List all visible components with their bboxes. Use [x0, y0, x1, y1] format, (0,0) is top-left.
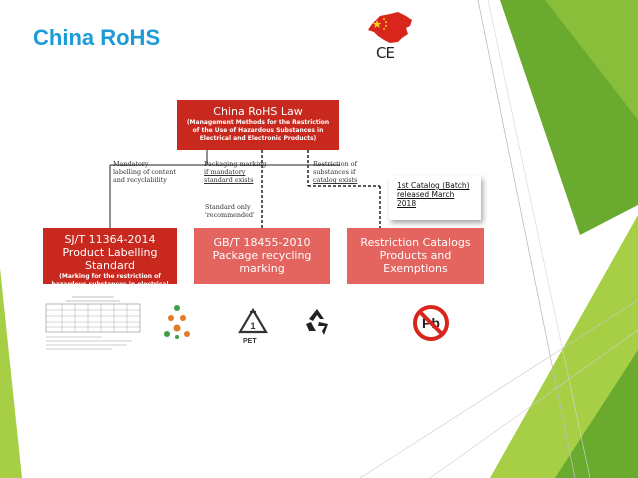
green-shape-left: [0, 268, 22, 478]
efup-recycling-label-icon: [164, 305, 190, 339]
decor-line-1: [477, 0, 576, 478]
restriction-catalogs-subtitle: Products and Exemptions: [379, 249, 452, 275]
restriction-catalogs-box: Restriction Catalogs Products and Exempt…: [347, 228, 484, 284]
ce-mark-icon: CE: [376, 44, 395, 62]
law-box-subtitle: (Management Methods for the Restriction …: [186, 119, 330, 142]
labelling-standard-subtitle: (Marking for the restriction of hazardou…: [51, 273, 169, 296]
connector-label-restriction: Restriction of substances if catalog exi…: [313, 160, 358, 184]
china-rohs-law-box: China RoHS Law (Management Methods for t…: [177, 100, 339, 150]
connector-label-packaging: Packaging marking if mandatory standard …: [204, 160, 267, 184]
catalog-release-note: 1st Catalog (Batch) released March 2018: [389, 176, 481, 220]
package-marking-box: GB/T 18455-2010 Package recycling markin…: [194, 228, 330, 284]
package-marking-code: GB/T 18455-2010: [213, 236, 311, 249]
labelling-standard-code: SJ/T 11364-2014: [64, 233, 156, 246]
green-shape-top-right-light: [545, 0, 638, 120]
recycling-symbol-icon: [306, 309, 328, 335]
labelling-standard-box: SJ/T 11364-2014 Product Labelling Standa…: [43, 228, 177, 296]
pet-label: PET: [243, 338, 257, 345]
law-box-title: China RoHS Law: [213, 105, 303, 118]
china-flag-map-icon: [368, 12, 412, 43]
decor-line-4: [429, 329, 638, 478]
hazardous-substance-table-icon: [42, 294, 144, 352]
svg-text:1: 1: [250, 321, 255, 331]
package-marking-title: Package recycling marking: [212, 249, 312, 275]
pet-recycling-icon: 1: [238, 308, 268, 334]
green-shape-right-dark: [555, 350, 638, 478]
restriction-catalogs-title: Restriction Catalogs: [360, 236, 471, 249]
decor-line-3: [359, 299, 638, 478]
slide-title: China RoHS: [33, 25, 161, 50]
labelling-standard-title: Product Labelling Standard: [62, 246, 158, 272]
no-lead-symbol-icon: Pb: [413, 305, 449, 341]
standard-recommended-note: Standard only 'recommended': [205, 203, 255, 219]
connector-label-mandatory: Mandatory labelling of content and recyc…: [113, 160, 176, 184]
decor-line-2: [487, 0, 591, 478]
